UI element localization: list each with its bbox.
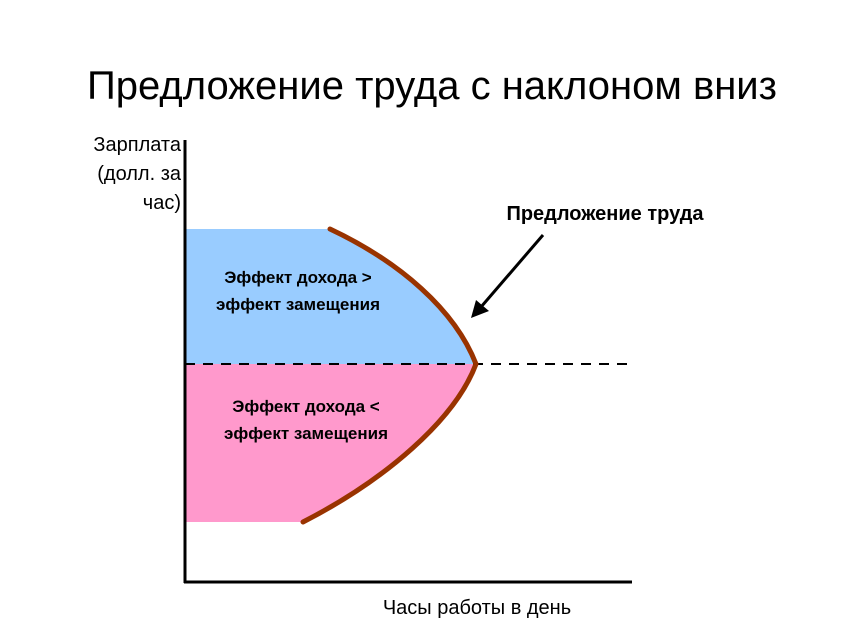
series-label-labor-supply: Предложение труда <box>506 203 704 225</box>
region-lower-label-line-1: Эффект дохода < <box>232 397 380 416</box>
series-line-labor-supply <box>300 226 479 525</box>
y-axis-label-line-2: (долл. за <box>97 163 182 185</box>
curve-label-arrow <box>479 234 545 308</box>
region-lower-label-line-2: эффект замещения <box>224 424 388 443</box>
region-upper-label-line-2: эффект замещения <box>216 295 380 314</box>
curve-label-arrowhead <box>471 300 489 318</box>
y-axis-label-line-3: час) <box>143 192 181 214</box>
region-income-greater <box>185 229 476 364</box>
y-axis-label-line-1: Зарплата <box>93 134 181 156</box>
region-upper-label-line-1: Эффект дохода > <box>224 268 372 287</box>
region-income-less <box>185 364 476 522</box>
slide-title: Предложение труда с наклоном вниз <box>87 64 777 108</box>
x-axis-label: Часы работы в день <box>383 597 571 619</box>
